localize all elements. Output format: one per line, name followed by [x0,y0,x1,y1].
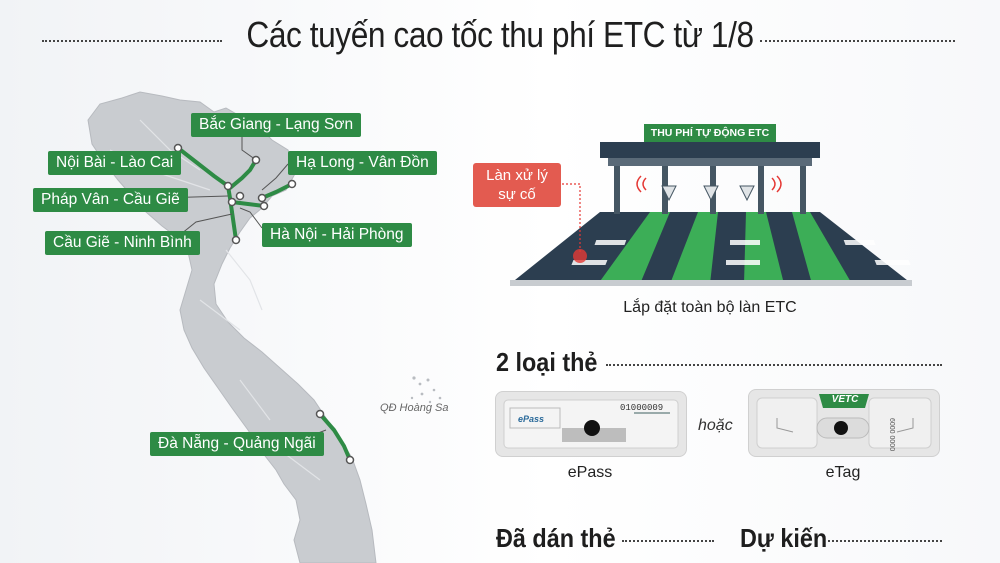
gantry-sign-text: THU PHÍ TỰ ĐỘNG ETC [650,127,770,139]
route-lines [176,146,352,462]
incident-lane-label: Làn xử lý sự cố [473,163,561,207]
route-label-ha-noi-hai-phong: Hà Nội - Hải Phòng [262,223,412,247]
gantry-antennas [661,185,755,202]
route-label-bac-giang-lang-son: Bắc Giang - Lạng Sơn [191,113,362,137]
expected-heading: Dự kiến [740,523,828,553]
or-text: hoặc [698,417,733,434]
epass-card-graphic [503,399,679,449]
lane-dashes [571,240,911,265]
epass-card: ePass 01000009 [495,391,687,457]
cards-heading: 2 loại thẻ [496,347,598,377]
gantry-roof [600,142,820,158]
islands-dots [410,376,442,404]
toll-caption: Lắp đặt toàn bộ làn ETC [623,299,797,316]
epass-brand: ePass [518,414,545,424]
title-rule-left [42,40,222,42]
cards-heading-rule [606,364,942,366]
incident-lane-leader [558,183,581,252]
etag-code: 6000 0000 [888,418,895,452]
etag-card: VETC 6000 0000 [748,389,940,457]
installed-heading: Đã dán thẻ [496,523,616,553]
toll-gantry-illustration [510,124,912,286]
route-label-noi-bai-lao-cai: Nội Bài - Lào Cai [48,151,182,175]
map-border-inner [109,119,321,481]
epass-code: 01000009 [620,403,664,413]
route-label-phap-van-cau-gie: Pháp Vân - Cầu Giẽ [33,188,188,212]
rfid-signals [636,175,782,193]
epass-name: ePass [567,464,613,481]
title-rule-right [760,40,955,42]
lane-stripes [598,212,852,284]
expected-heading-rule [828,540,942,542]
installed-heading-rule [622,540,714,542]
etag-card-graphic [756,394,932,449]
islands-label: QĐ Hoàng Sa [380,402,449,414]
route-label-cau-gie-ninh-binh: Cầu Giẽ - Ninh Bình [45,231,200,255]
route-label-ha-long-van-don: Hạ Long - Vân Đồn [288,151,437,175]
road-base [510,280,912,286]
gantry-beam [608,158,812,166]
incident-lane-marker [573,249,587,263]
page-title: Các tuyến cao tốc thu phí ETC từ 1/8 [246,14,754,55]
etag-name: eTag [825,464,861,481]
gantry-sign-board [644,124,776,142]
route-nodes [173,143,355,465]
etag-brand: VETC [831,394,859,405]
route-label-da-nang-quang-ngai: Đà Nẵng - Quảng Ngãi [150,432,324,456]
